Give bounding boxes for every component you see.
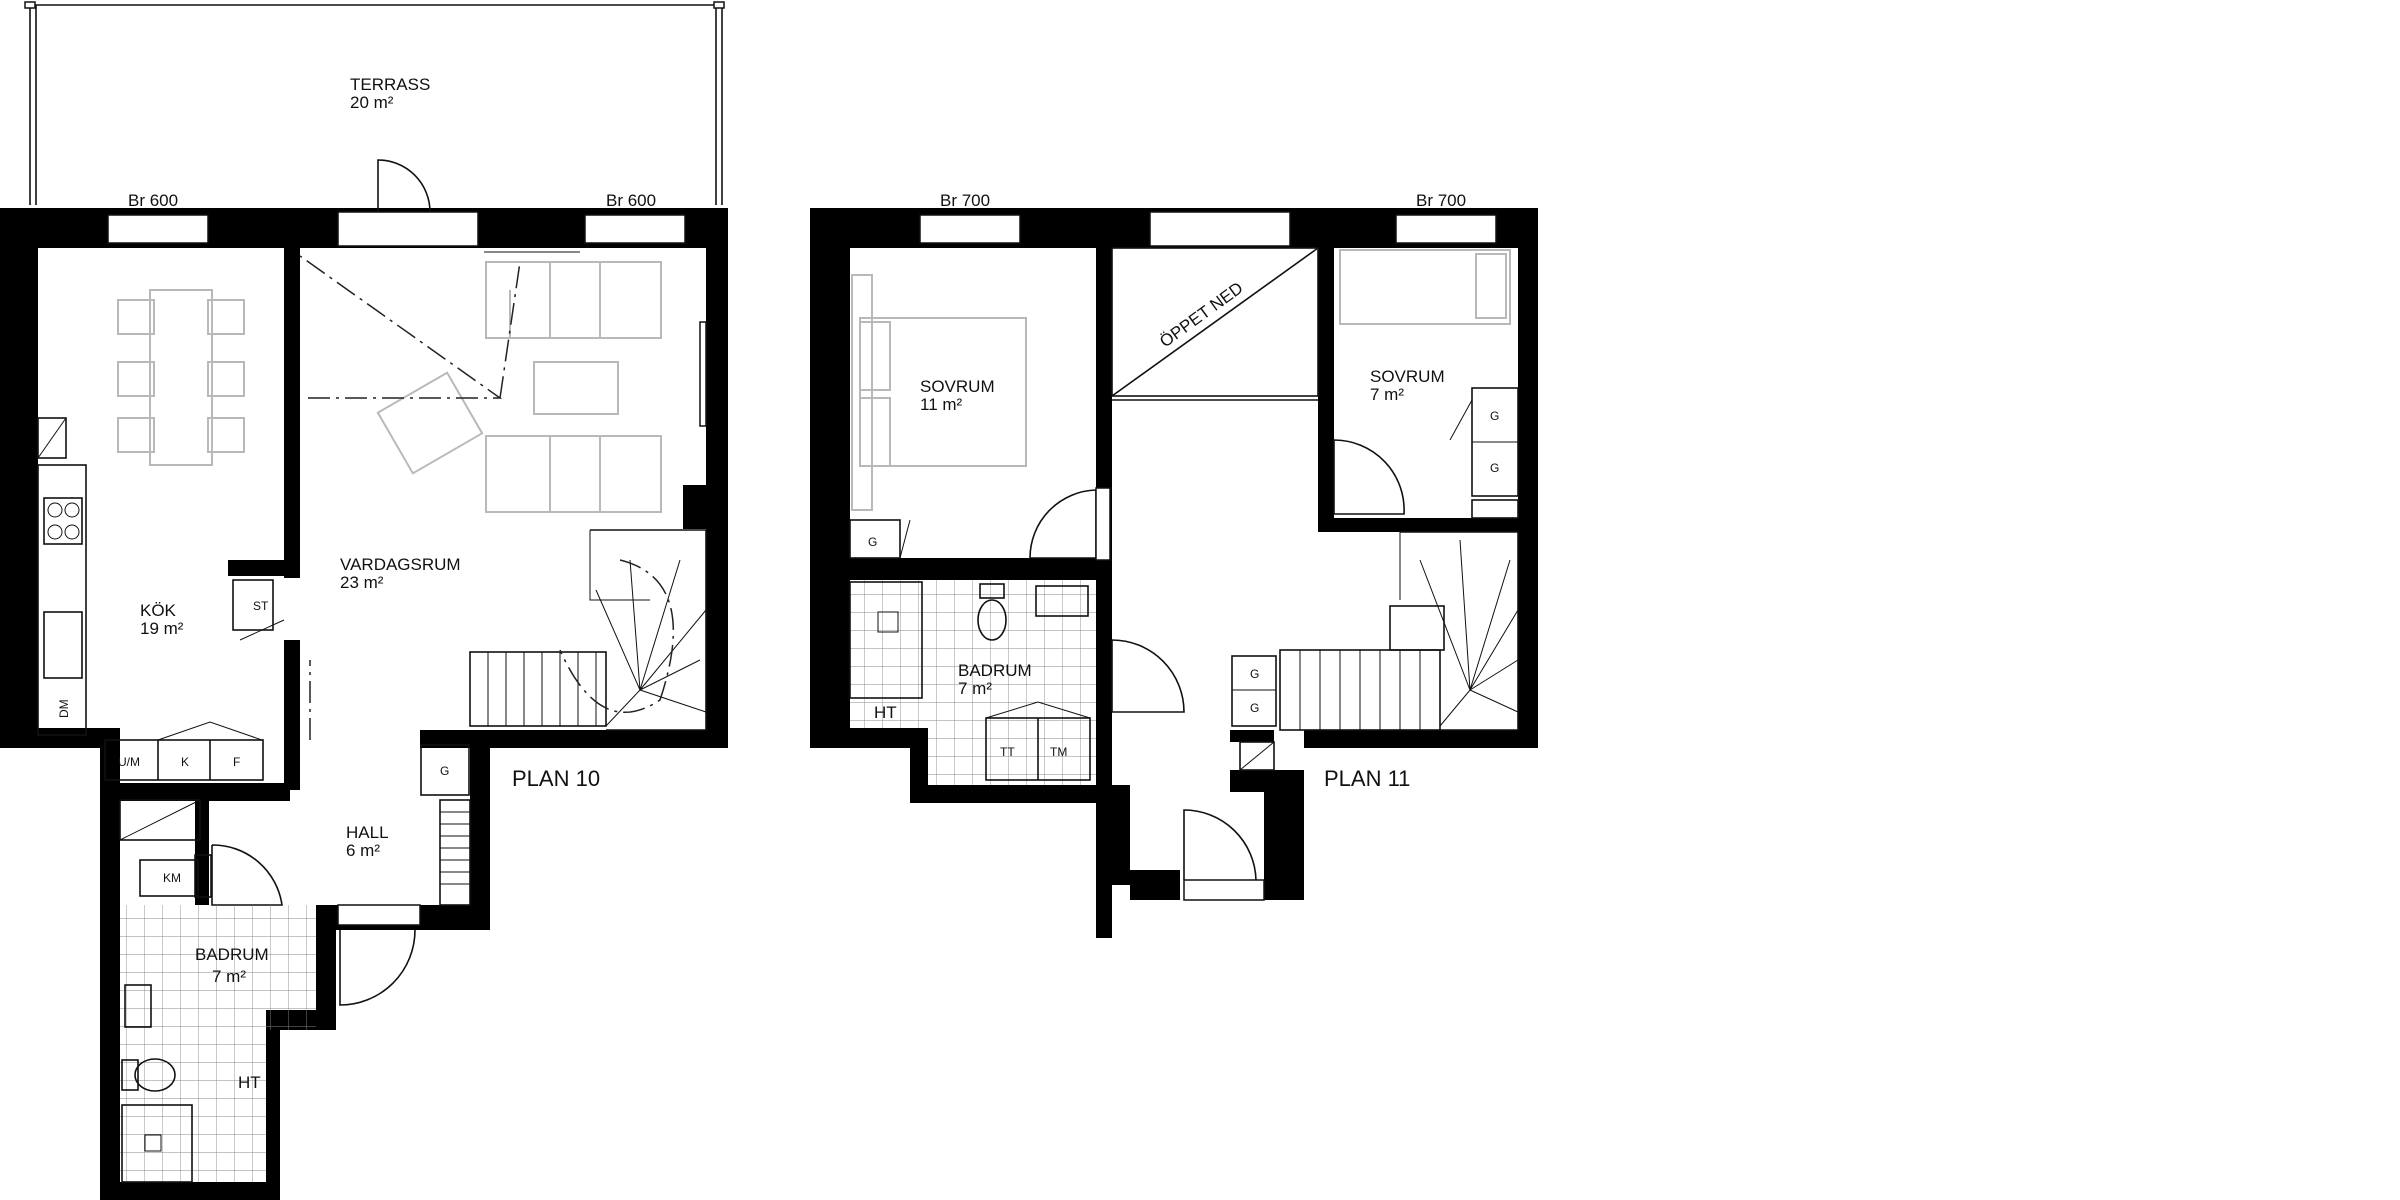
stairs-plan-11 (1231, 531, 1519, 771)
kitchen-area: 19 m² (140, 619, 184, 638)
bedroom-large-area: 11 m² (920, 395, 963, 414)
freezer-label: F (233, 755, 240, 769)
window-label-2: Br 600 (606, 191, 656, 210)
bedroom-small-area: 7 m² (1370, 385, 1404, 404)
open-void (1111, 247, 1319, 401)
bathroom-11-area: 7 m² (958, 679, 992, 698)
open-void-label: ÖPPET NED (1156, 278, 1246, 351)
plan-10: TERRASS 20 m² Br 600 Br 600 KÖK 19 m² VA… (0, 1, 728, 1200)
washer-label: TM (1050, 745, 1067, 759)
furniture-plan-10 (117, 251, 707, 513)
hall-name: HALL (346, 823, 389, 842)
stairs-plan-10 (469, 529, 707, 731)
bathroom-11-name: BADRUM (958, 661, 1032, 680)
wardrobe-label-2: G (1490, 409, 1499, 423)
bathroom-plan-10 (119, 799, 316, 1183)
fridge-label: K (181, 755, 189, 769)
kitchen-name: KÖK (140, 601, 177, 620)
wardrobe-label-3: G (1490, 461, 1499, 475)
plan-11-title: PLAN 11 (1324, 766, 1410, 791)
storage-label: ST (253, 599, 269, 613)
terrace-area: 20 m² (350, 93, 394, 112)
window-label-3: Br 700 (940, 191, 990, 210)
wardrobe-label-5: G (1250, 701, 1259, 715)
bathroom-area: 7 m² (212, 967, 246, 986)
wardrobe-label-4: G (1250, 667, 1259, 681)
ceiling-outline-plan-10 (299, 255, 521, 740)
plan-11: Br 700 Br 700 ÖPPET NED SOVRUM 11 m² SOV… (810, 191, 1538, 938)
bathroom-plan-11 (849, 580, 1185, 785)
drying-cabinet-11-label: HT (874, 703, 897, 722)
terrace (24, 1, 725, 205)
microwave-label: U/M (118, 755, 140, 769)
bedroom-small-name: SOVRUM (1370, 367, 1445, 386)
hall-fixtures (211, 744, 471, 1006)
washing-machine-label: KM (163, 871, 181, 885)
terrace-name: TERRASS (350, 75, 430, 94)
bedroom-large (849, 274, 1111, 561)
dishwasher-label: DM (57, 699, 71, 718)
wardrobe-label-1: G (868, 535, 877, 549)
walls-plan-10 (0, 208, 728, 1200)
bedroom-large-name: SOVRUM (920, 377, 995, 396)
kitchen-fixtures (37, 417, 285, 781)
bedroom-small (1333, 249, 1519, 519)
bathroom-name: BADRUM (195, 945, 269, 964)
tumble-dryer-label: TT (1000, 745, 1015, 759)
window-label-1: Br 600 (128, 191, 178, 210)
hall-area: 6 m² (346, 841, 380, 860)
hall-wardrobe-label: G (440, 764, 449, 778)
labels-plan-10: TERRASS 20 m² Br 600 Br 600 KÖK 19 m² VA… (57, 75, 656, 1092)
drying-cabinet-label: HT (238, 1073, 261, 1092)
living-name: VARDAGSRUM (340, 555, 461, 574)
window-label-4: Br 700 (1416, 191, 1466, 210)
plan-10-title: PLAN 10 (512, 766, 600, 791)
windows-plan-11 (919, 211, 1497, 901)
windows-plan-10 (107, 159, 686, 247)
living-area: 23 m² (340, 573, 384, 592)
